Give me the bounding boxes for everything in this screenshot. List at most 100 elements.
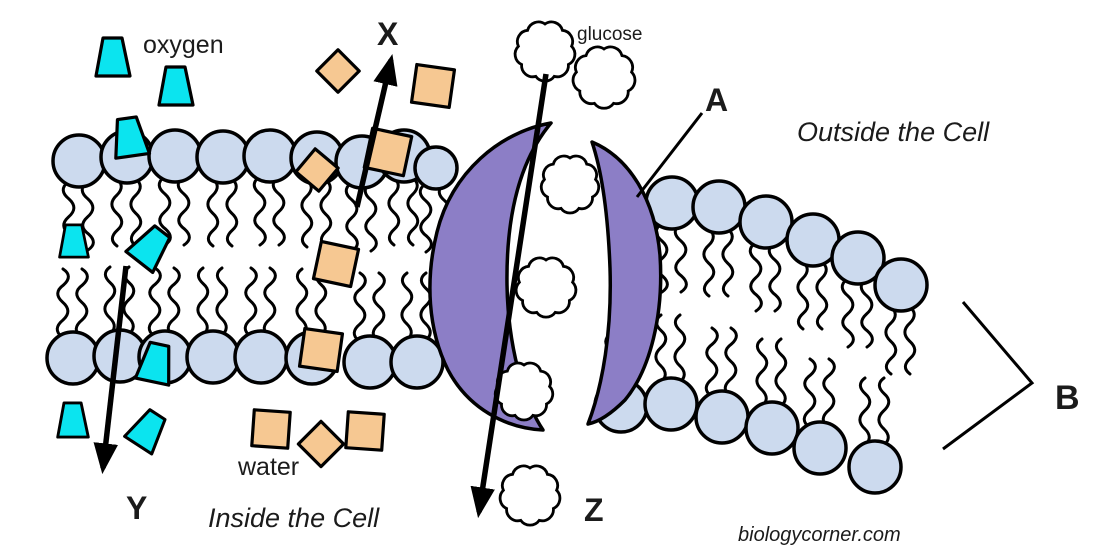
lipid-head	[147, 128, 203, 184]
lipid-tail	[225, 176, 239, 248]
lipid-tail	[774, 337, 788, 409]
lipid-tail	[796, 259, 810, 331]
lipid-tail	[55, 267, 70, 339]
lipid-tail	[319, 177, 333, 249]
lipid-tail	[371, 271, 386, 343]
oxygen-molecule	[114, 115, 152, 160]
lipid-tail	[243, 266, 258, 338]
lipid-tail	[352, 271, 367, 343]
oxygen-molecule	[94, 36, 132, 78]
lipid-tail	[74, 267, 89, 339]
arrow-y-label: Y	[126, 490, 147, 526]
water-molecule	[344, 410, 386, 452]
oxygen-molecule	[157, 65, 195, 107]
phospholipid-bilayer	[45, 128, 929, 495]
glucose-molecule	[539, 154, 601, 215]
lipid-head	[45, 330, 101, 386]
lipid-head	[847, 439, 903, 495]
lipid-tail	[344, 181, 359, 253]
lipid-tail	[767, 241, 782, 313]
molecules	[56, 20, 637, 527]
lipid-tail	[129, 176, 143, 248]
arrow-z-label: Z	[584, 492, 604, 528]
oxygen-molecule	[58, 223, 90, 259]
lipid-head	[691, 179, 747, 235]
lipid-tail	[723, 326, 738, 398]
annotations	[93, 53, 1035, 519]
lipid-head	[873, 257, 929, 313]
glucose-molecule	[493, 361, 555, 422]
attribution-text: biologycorner.com	[738, 524, 901, 546]
glucose-molecule	[513, 20, 577, 83]
lipid-tail	[157, 175, 172, 247]
lipid-tail	[721, 226, 735, 298]
lipid-tail	[859, 277, 874, 349]
lipid-head	[830, 230, 886, 286]
oxygen-molecule	[56, 401, 90, 439]
protein-pointer-label: A	[705, 82, 728, 118]
lipid-tail	[271, 175, 286, 247]
lipid-tail	[903, 304, 917, 376]
water-label: water	[237, 453, 299, 481]
water-molecule	[250, 408, 292, 450]
lipid-tail	[858, 376, 872, 448]
lipid-tail	[673, 222, 688, 294]
lipid-head	[744, 400, 800, 456]
oxygen-molecule	[124, 224, 172, 275]
lipid-tail	[110, 176, 124, 248]
lipid-tail	[673, 313, 687, 385]
water-molecule	[294, 147, 340, 193]
lipid-tail	[877, 376, 891, 448]
lipid-row-inner-left	[45, 265, 445, 390]
bilayer-bracket-label: B	[1055, 379, 1080, 417]
lipid-tail	[802, 357, 817, 429]
arrow-z-line	[470, 73, 549, 519]
arrow-x-label: X	[377, 16, 399, 52]
lipid-tail	[821, 357, 836, 429]
lipid-head	[694, 389, 750, 445]
arrow-y-line	[93, 265, 129, 475]
outside-the-cell-label: Outside the Cell	[797, 117, 990, 147]
arrow-x-line	[354, 53, 398, 208]
glucose-molecule	[571, 45, 637, 110]
water-molecule	[297, 326, 345, 374]
lipid-head	[51, 133, 107, 189]
transport-protein-left-half	[428, 121, 553, 432]
lipid-tail	[387, 175, 401, 247]
lipid-head	[413, 145, 459, 191]
lipid-row-inner-right	[593, 313, 903, 495]
lipid-tail	[840, 277, 855, 349]
lipid-head	[342, 334, 398, 390]
lipid-tail	[704, 326, 719, 398]
lipid-tail	[400, 271, 414, 343]
lipid-tail	[147, 266, 162, 338]
lipid-head	[195, 129, 251, 185]
lipid-head	[242, 128, 298, 184]
lipid-head	[185, 329, 241, 385]
water-molecule	[315, 48, 361, 94]
water-molecule	[409, 62, 457, 110]
water-molecule	[311, 239, 361, 289]
lipid-tail	[103, 265, 117, 337]
lipid-tail	[196, 266, 210, 338]
labels: oxygen glucose water X Y Z A B Outside t…	[126, 16, 1080, 546]
lipid-tail	[166, 266, 181, 338]
bilayer-bracket	[942, 301, 1035, 451]
lipid-tail	[80, 180, 95, 252]
lipid-tail	[755, 337, 769, 409]
lipid-head	[389, 334, 445, 390]
lipid-tail	[748, 241, 763, 313]
lipid-row-outer-right	[644, 175, 929, 376]
protein-pointer-line	[635, 112, 704, 198]
lipid-tail	[363, 181, 378, 253]
oxygen-molecule	[123, 408, 167, 456]
lipid-head	[738, 194, 794, 250]
glucose-molecule	[498, 464, 562, 527]
lipid-tail	[262, 266, 277, 338]
lipid-tail	[300, 177, 314, 249]
lipid-tail	[815, 259, 829, 331]
lipid-tail	[176, 175, 191, 247]
lipid-tail	[702, 226, 716, 298]
